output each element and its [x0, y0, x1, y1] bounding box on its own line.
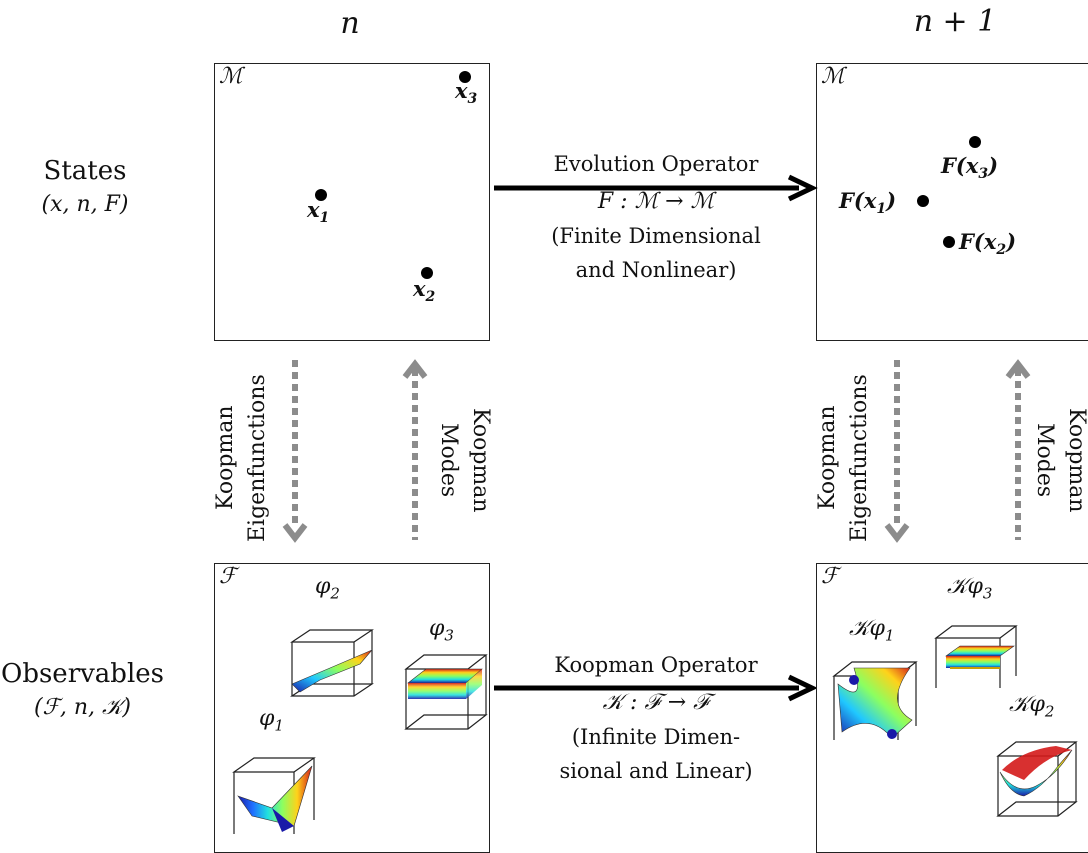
phi1-surface-plot — [232, 757, 316, 834]
state-point-x2 — [421, 267, 433, 279]
column-header-n-plus-1: n + 1 — [913, 4, 997, 39]
k-phi3-surface-plot — [934, 625, 1018, 688]
evolution-math: F : ℳ → ℳ — [597, 189, 715, 214]
evolution-desc-1: (Finite Dimensional — [551, 224, 761, 248]
states-subtitle: (x, n, F) — [41, 192, 129, 217]
state-label-x2: x2 — [413, 276, 436, 306]
state-label-x3: x3 — [455, 78, 478, 108]
state-space-box-n-plus-1: ℳ F(x3) F(x1) F(x2) — [816, 63, 1088, 341]
function-space-label: ℱ — [219, 564, 237, 589]
k-phi2-surface-plot — [996, 741, 1078, 817]
k-phi1-surface-plot — [832, 661, 918, 740]
state-label-f-x1: F(x1) — [839, 188, 897, 218]
phi3-label: φ3 — [429, 616, 454, 645]
observable-space-box-n-plus-1: ℱ 𝒦φ3 𝒦φ1 𝒦φ2 — [816, 563, 1088, 853]
evolution-title: Evolution Operator — [553, 152, 759, 176]
state-point-x1 — [315, 189, 327, 201]
phi2-surface-plot — [290, 629, 374, 697]
evolution-desc-2: and Nonlinear) — [575, 258, 737, 282]
state-label-f-x3: F(x3) — [941, 153, 999, 183]
state-point-x3 — [459, 71, 471, 83]
k-phi3-label: 𝒦φ3 — [947, 574, 993, 603]
states-title: States — [43, 156, 127, 186]
k-phi1-label: 𝒦φ1 — [849, 616, 895, 645]
evolution-operator-text: Evolution Operator F : ℳ → ℳ (Finite Dim… — [496, 147, 816, 287]
row-label-states: States (x, n, F) — [10, 154, 160, 222]
modes-arrow-n — [402, 359, 428, 540]
state-point-f-x3 — [969, 136, 981, 148]
koopman-arrow — [494, 674, 818, 702]
koopman-math: 𝒦 : ℱ → ℱ — [602, 690, 710, 715]
phi3-surface-plot — [404, 654, 488, 730]
koopman-desc-2: sional and Linear) — [559, 759, 753, 783]
state-point-f-x1 — [917, 195, 929, 207]
observables-subtitle: (ℱ, n, 𝒦) — [33, 695, 132, 720]
eigenfunctions-arrow-n-plus-1 — [884, 360, 910, 543]
koopman-title: Koopman Operator — [554, 653, 758, 677]
row-label-observables: Observables (ℱ, n, 𝒦) — [0, 657, 165, 725]
koopman-operator-text: Koopman Operator 𝒦 : ℱ → ℱ (Infinite Dim… — [496, 648, 816, 788]
koopman-desc-1: (Infinite Dimen- — [571, 725, 741, 749]
column-header-n: n — [340, 6, 360, 41]
k-phi2-label: 𝒦φ2 — [1009, 692, 1055, 721]
modes-arrow-n-plus-1 — [1005, 359, 1031, 540]
manifold-label: ℳ — [821, 64, 845, 89]
phi1-label: φ1 — [259, 706, 284, 735]
evolution-arrow — [494, 174, 818, 202]
manifold-label: ℳ — [219, 64, 243, 89]
state-space-box-n: ℳ x3 x1 x2 — [214, 63, 490, 341]
state-label-x1: x1 — [307, 197, 330, 227]
observables-title: Observables — [1, 659, 164, 689]
phi2-label: φ2 — [315, 574, 340, 603]
eigenfunctions-arrow-n — [282, 360, 308, 543]
state-label-f-x2: F(x2) — [959, 229, 1017, 259]
state-point-f-x2 — [943, 236, 955, 248]
function-space-label: ℱ — [821, 564, 839, 589]
